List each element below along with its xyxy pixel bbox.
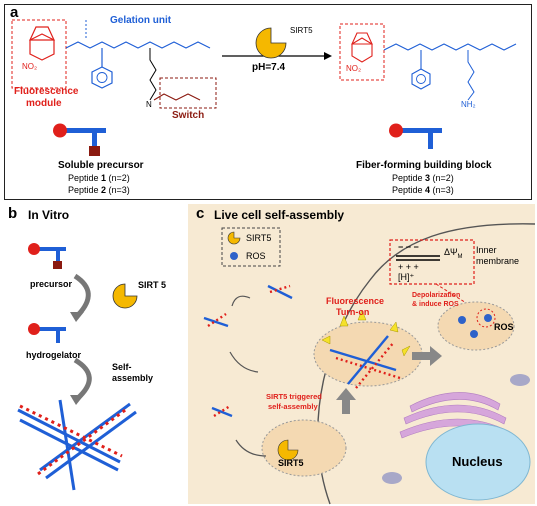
chem-no2-left: NO₂ xyxy=(22,62,38,71)
peptide-1-prefix: Peptide xyxy=(68,173,102,183)
fiber-bundle xyxy=(17,399,137,491)
peptide-2-suffix: (n=3) xyxy=(106,185,130,195)
soluble-precursor-title: Soluble precursor xyxy=(58,160,144,171)
membrane-potential: ΔΨM xyxy=(444,247,463,260)
peptide-2-line: Peptide 2 (n=3) xyxy=(68,185,130,195)
fluorescence-module-label-1: Fluorescence xyxy=(14,86,79,97)
peptide-2-prefix: Peptide xyxy=(68,185,102,195)
peptide-4-num: 4 xyxy=(425,185,431,195)
peptide-3-line: Peptide 3 (n=2) xyxy=(392,173,454,183)
curved-arrow-2 xyxy=(73,357,92,400)
legend-sirt5: SIRT5 xyxy=(246,233,272,243)
panel-c-title: Live cell self-assembly xyxy=(214,208,345,222)
gelation-unit-label: Gelation unit xyxy=(110,15,172,26)
panel-a-letter: a xyxy=(10,4,19,21)
hydrogelator-label: hydrogelator xyxy=(26,350,82,360)
peptide-4-suffix: (n=3) xyxy=(430,185,454,195)
peptide-1-num: 1 xyxy=(101,173,107,183)
membrane-potential-symbol: ΔΨ xyxy=(444,247,458,257)
sirt5-triggered-2: self-assembly xyxy=(268,402,318,411)
peptide-2-num: 2 xyxy=(101,185,107,195)
peptide-3-num: 3 xyxy=(425,173,431,183)
panel-a-frame xyxy=(4,4,532,200)
fluorescence-turnon-1: Fluorescence xyxy=(326,296,385,306)
reaction-condition: pH=7.4 xyxy=(252,62,286,73)
enzyme-label-a: SIRT5 xyxy=(290,26,313,35)
panel-c-letter: c xyxy=(196,205,205,222)
inner-membrane-1: Inner xyxy=(476,245,497,255)
sirt5-enzyme-icon-b xyxy=(112,283,138,309)
building-block-title: Fiber-forming building block xyxy=(356,160,492,171)
depolarization-1: Depolarization xyxy=(412,292,461,299)
fluorescence-module-label-2: module xyxy=(26,98,62,109)
charges-minus: − − − xyxy=(398,242,419,252)
sirt5-in-mito: SIRT5 xyxy=(278,458,304,468)
enzyme-label-b: SIRT 5 xyxy=(138,280,167,290)
peptide-1-suffix: (n=2) xyxy=(106,173,130,183)
chem-no2-right: NO₂ xyxy=(346,64,362,73)
peptide-3-suffix: (n=2) xyxy=(430,173,454,183)
depolarization-2: & induce ROS xyxy=(412,301,459,308)
nucleus-label: Nucleus xyxy=(452,454,503,469)
curved-arrow-1 xyxy=(73,273,91,317)
ros-in-mito: ROS xyxy=(494,322,514,332)
fluorescence-turnon-2: Turn-on xyxy=(336,307,370,317)
inner-membrane-2: membrane xyxy=(476,256,520,266)
peptide-1-line: Peptide 1 (n=2) xyxy=(68,173,130,183)
precursor-label: precursor xyxy=(30,279,73,289)
peptide-4-prefix: Peptide xyxy=(392,185,426,195)
charges-plus: + + + xyxy=(398,262,419,272)
peptide-3-prefix: Peptide xyxy=(392,173,426,183)
switch-label: Switch xyxy=(172,110,205,121)
chem-nh-left: N xyxy=(146,100,152,109)
panel-b-title: In Vitro xyxy=(28,208,70,222)
sirt5-triggered-1: SIRT5 triggered xyxy=(266,392,322,401)
peptide-4-line: Peptide 4 (n=3) xyxy=(392,185,454,195)
self-assembly-label-1: Self- xyxy=(112,362,132,372)
chem-nh2-right: NH₂ xyxy=(461,100,476,109)
self-assembly-label-2: assembly xyxy=(112,373,154,383)
legend-ros: ROS xyxy=(246,251,266,261)
proton-label: [H]⁺ xyxy=(398,272,415,282)
membrane-potential-sub: M xyxy=(457,253,463,260)
panel-b-letter: b xyxy=(8,205,18,222)
